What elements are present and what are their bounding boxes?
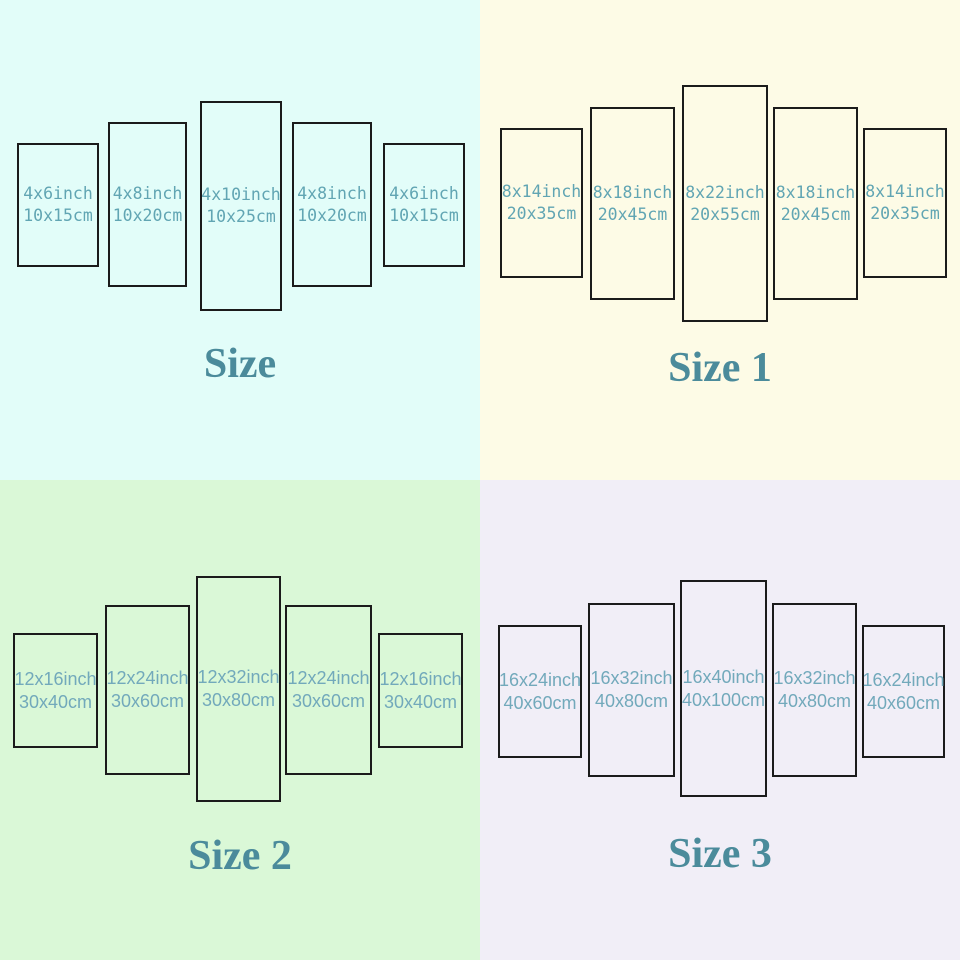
panel-size-inch: 8x22inch xyxy=(685,182,765,202)
panel-size-cm: 10x20cm xyxy=(297,205,367,225)
panel-size-cm: 40x80cm xyxy=(594,691,669,711)
panel-size-cm: 20x35cm xyxy=(506,204,577,223)
size-group-title: Size 2 xyxy=(188,833,292,879)
panel-size-cm: 30x60cm xyxy=(110,691,185,711)
panel-size-label: 12x24inch 30x60cm xyxy=(106,667,188,713)
panel-size-label: 4x6inch 10x15cm xyxy=(23,183,93,227)
size-quadrant-2: 12x16inch 30x40cm 12x24inch 30x60cm 12x3… xyxy=(0,480,480,960)
canvas-panel: 12x24inch 30x60cm xyxy=(285,605,372,775)
panel-size-cm: 40x80cm xyxy=(777,691,852,711)
canvas-panel: 8x18inch 20x45cm xyxy=(773,107,858,300)
canvas-panel: 4x10inch 10x25cm xyxy=(200,101,282,311)
canvas-panel: 16x40inch 40x100cm xyxy=(680,580,767,797)
panel-size-label: 4x8inch 10x20cm xyxy=(113,183,183,227)
panel-size-inch: 4x8inch xyxy=(112,183,183,203)
size-group-title: Size xyxy=(203,341,277,387)
panel-size-inch: 4x6inch xyxy=(389,184,459,203)
panel-size-inch: 12x16inch xyxy=(14,668,97,689)
panel-size-inch: 4x6inch xyxy=(23,184,93,203)
panel-size-inch: 4x8inch xyxy=(297,183,367,203)
panel-size-inch: 12x32inch xyxy=(197,667,280,687)
panel-size-cm: 40x60cm xyxy=(503,692,577,713)
panel-size-inch: 16x40inch xyxy=(682,666,765,687)
panel-size-inch: 16x24inch xyxy=(498,669,582,690)
canvas-panel: 4x6inch 10x15cm xyxy=(383,143,465,267)
canvas-panel: 4x8inch 10x20cm xyxy=(108,122,187,287)
panel-size-cm: 30x80cm xyxy=(201,690,276,710)
panel-size-label: 4x6inch 10x15cm xyxy=(389,183,459,227)
panel-size-inch: 12x24inch xyxy=(106,668,189,688)
canvas-panel: 12x16inch 30x40cm xyxy=(378,633,463,748)
size-quadrant-3: 16x24inch 40x60cm 16x32inch 40x80cm 16x4… xyxy=(480,480,960,960)
panel-size-label: 12x16inch 30x40cm xyxy=(379,668,461,714)
panel-size-inch: 8x18inch xyxy=(775,182,856,202)
size-quadrant-default: 4x6inch 10x15cm 4x8inch 10x20cm 4x10inch… xyxy=(0,0,480,480)
canvas-panel: 8x22inch 20x55cm xyxy=(682,85,768,322)
panel-size-label: 12x24inch 30x60cm xyxy=(287,667,369,713)
size-quadrant-1: 8x14inch 20x35cm 8x18inch 20x45cm 8x22in… xyxy=(480,0,960,480)
panel-size-label: 16x32inch 40x80cm xyxy=(590,667,672,713)
canvas-panel: 16x24inch 40x60cm xyxy=(498,625,582,758)
panel-size-inch: 4x10inch xyxy=(201,185,281,204)
panel-size-label: 8x18inch 20x45cm xyxy=(776,182,855,226)
panel-size-inch: 16x32inch xyxy=(773,668,856,688)
panel-size-cm: 10x15cm xyxy=(389,206,459,225)
panel-size-label: 16x40inch 40x100cm xyxy=(682,666,765,712)
panel-size-inch: 12x24inch xyxy=(287,668,370,688)
panel-size-cm: 10x25cm xyxy=(206,207,276,226)
panel-size-label: 12x32inch 30x80cm xyxy=(197,666,279,712)
panel-size-label: 4x8inch 10x20cm xyxy=(297,183,367,227)
panel-size-cm: 40x100cm xyxy=(681,689,766,710)
panel-size-cm: 20x55cm xyxy=(690,204,760,224)
canvas-panel: 8x14inch 20x35cm xyxy=(500,128,583,278)
panel-size-cm: 10x15cm xyxy=(23,206,93,225)
canvas-panel: 4x8inch 10x20cm xyxy=(292,122,372,287)
panel-size-inch: 8x18inch xyxy=(592,182,673,202)
panel-size-inch: 12x16inch xyxy=(379,668,462,689)
panel-size-cm: 30x40cm xyxy=(383,691,458,712)
canvas-panel: 4x6inch 10x15cm xyxy=(17,143,99,267)
panel-size-label: 8x14inch 20x35cm xyxy=(502,181,581,225)
panel-size-cm: 30x40cm xyxy=(18,691,93,712)
size-group-title: Size 3 xyxy=(668,831,772,877)
canvas-panel: 16x24inch 40x60cm xyxy=(862,625,945,758)
canvas-panel: 8x14inch 20x35cm xyxy=(863,128,947,278)
canvas-panel: 12x16inch 30x40cm xyxy=(13,633,98,748)
canvas-panel: 12x32inch 30x80cm xyxy=(196,576,281,802)
panel-size-label: 8x22inch 20x55cm xyxy=(685,182,764,226)
panel-size-cm: 10x20cm xyxy=(112,205,183,225)
panel-size-inch: 8x14inch xyxy=(865,182,945,201)
panel-size-label: 12x16inch 30x40cm xyxy=(14,668,96,714)
panel-size-label: 4x10inch 10x25cm xyxy=(201,184,280,228)
panel-size-label: 16x24inch 40x60cm xyxy=(862,669,944,715)
panel-size-label: 16x32inch 40x80cm xyxy=(773,667,855,713)
panel-size-cm: 40x60cm xyxy=(866,692,941,713)
panel-size-cm: 20x45cm xyxy=(780,204,851,224)
canvas-panel: 16x32inch 40x80cm xyxy=(588,603,675,777)
canvas-panel: 12x24inch 30x60cm xyxy=(105,605,190,775)
panel-size-label: 16x24inch 40x60cm xyxy=(499,669,581,715)
size-group-title: Size 1 xyxy=(668,345,772,391)
panel-size-cm: 30x60cm xyxy=(291,691,366,711)
panel-size-inch: 8x14inch xyxy=(501,182,582,201)
panel-size-inch: 16x24inch xyxy=(862,669,945,690)
panel-size-label: 8x14inch 20x35cm xyxy=(865,181,944,225)
canvas-panel: 8x18inch 20x45cm xyxy=(590,107,675,300)
panel-size-label: 8x18inch 20x45cm xyxy=(593,182,672,226)
canvas-panel: 16x32inch 40x80cm xyxy=(772,603,857,777)
panel-size-cm: 20x35cm xyxy=(870,204,940,223)
panel-size-inch: 16x32inch xyxy=(590,668,673,688)
panel-size-cm: 20x45cm xyxy=(597,204,668,224)
